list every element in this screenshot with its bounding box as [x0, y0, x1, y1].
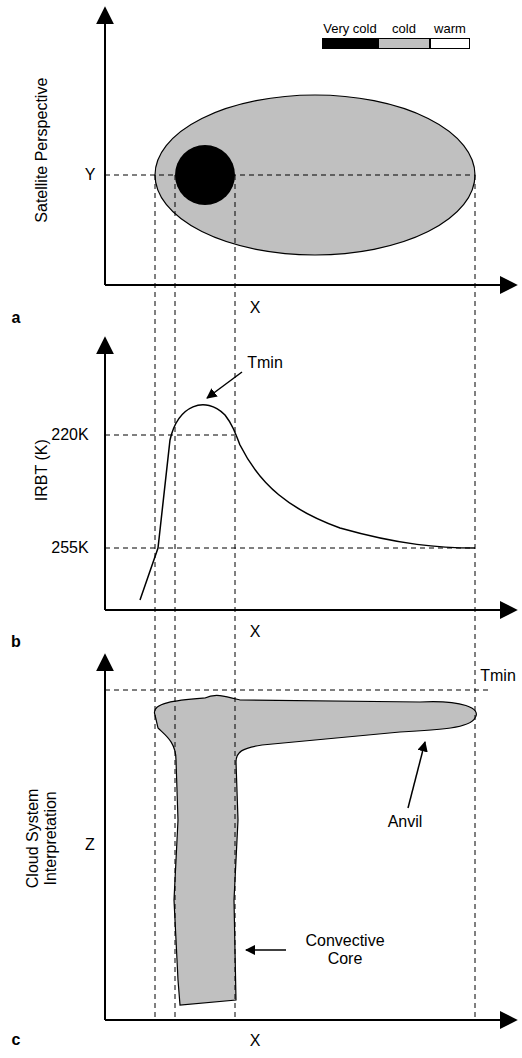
callout-label: Anvil: [388, 813, 423, 831]
legend-swatch: [430, 38, 470, 49]
axis-label: X: [250, 299, 261, 317]
axis-label: Z: [85, 836, 95, 854]
axis-label: X: [250, 623, 261, 641]
legend-swatch: [378, 38, 430, 49]
tick-label: 255K: [51, 539, 88, 557]
reference-label: Tmin: [480, 667, 516, 685]
tick-label: 220K: [51, 426, 88, 444]
legend-swatch: [322, 38, 378, 49]
panel-letter: b: [11, 633, 21, 651]
axis-label: Y: [85, 166, 96, 184]
callout-label: Convective Core: [295, 932, 395, 969]
panel-letter: c: [12, 1031, 21, 1049]
axis-title: IRBT (K): [33, 439, 51, 501]
irbt-curve: [140, 405, 475, 600]
axis-title: Cloud System Interpretation: [24, 753, 61, 923]
axis-label: X: [250, 1032, 261, 1050]
legend-text: cold: [392, 21, 416, 36]
legend-text: Very cold: [323, 21, 376, 36]
callout-label: Tmin: [247, 354, 283, 372]
cloud-profile: [154, 695, 476, 1005]
panel-letter: a: [12, 309, 21, 327]
panel-c: [105, 655, 516, 1020]
axis-title: Satellite Perspective: [33, 78, 51, 223]
panel-a: [105, 8, 516, 285]
legend-text: warm: [434, 21, 466, 36]
panel-b: [105, 338, 516, 610]
guide-lines: [155, 175, 475, 1020]
